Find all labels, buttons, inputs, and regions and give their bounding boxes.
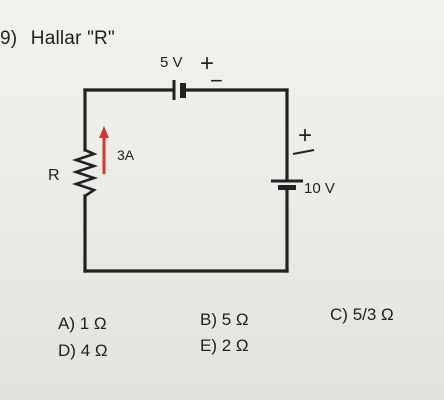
option-d-letter: D) — [58, 341, 76, 360]
option-e-value: 2 Ω — [221, 336, 249, 355]
option-a[interactable]: A) 1 Ω — [58, 314, 107, 334]
option-c-value: 5/3 Ω — [352, 305, 394, 324]
battery-5v-plus: + — [200, 50, 214, 77]
option-c-letter: C) — [330, 305, 348, 324]
option-e[interactable]: E) 2 Ω — [200, 336, 249, 356]
option-d[interactable]: D) 4 Ω — [58, 341, 108, 361]
option-b-letter: B) — [200, 310, 217, 329]
resistor-zigzag — [71, 148, 99, 198]
current-arrow — [99, 126, 109, 174]
question-heading: 9) Hallar "R" — [0, 28, 115, 50]
option-a-letter: A) — [58, 314, 75, 333]
current-label: 3A — [117, 147, 135, 163]
option-b-value: 5 Ω — [221, 310, 249, 329]
battery-5v-label: 5 V — [160, 54, 183, 71]
option-d-value: 4 Ω — [80, 341, 108, 360]
option-e-letter: E) — [200, 336, 217, 355]
battery-5v — [172, 80, 186, 100]
current-arrow-head — [99, 126, 109, 138]
question-title: Hallar "R" — [30, 28, 115, 49]
battery-5v-short-plate — [180, 83, 186, 98]
battery-10v-label: 10 V — [304, 180, 335, 197]
battery-10v-short-plate — [278, 185, 296, 190]
battery-10v-plus: + — [298, 122, 312, 149]
battery-10v-plus-underline — [292, 149, 315, 155]
option-a-value: 1 Ω — [79, 314, 107, 333]
resistor-label: R — [48, 167, 60, 184]
option-b[interactable]: B) 5 Ω — [200, 310, 249, 330]
battery-5v-minus: − — [210, 68, 223, 93]
battery-10v — [271, 179, 303, 190]
circuit-wires — [83, 88, 289, 273]
option-c[interactable]: C) 5/3 Ω — [330, 305, 394, 325]
question-number: 9) — [0, 28, 18, 49]
